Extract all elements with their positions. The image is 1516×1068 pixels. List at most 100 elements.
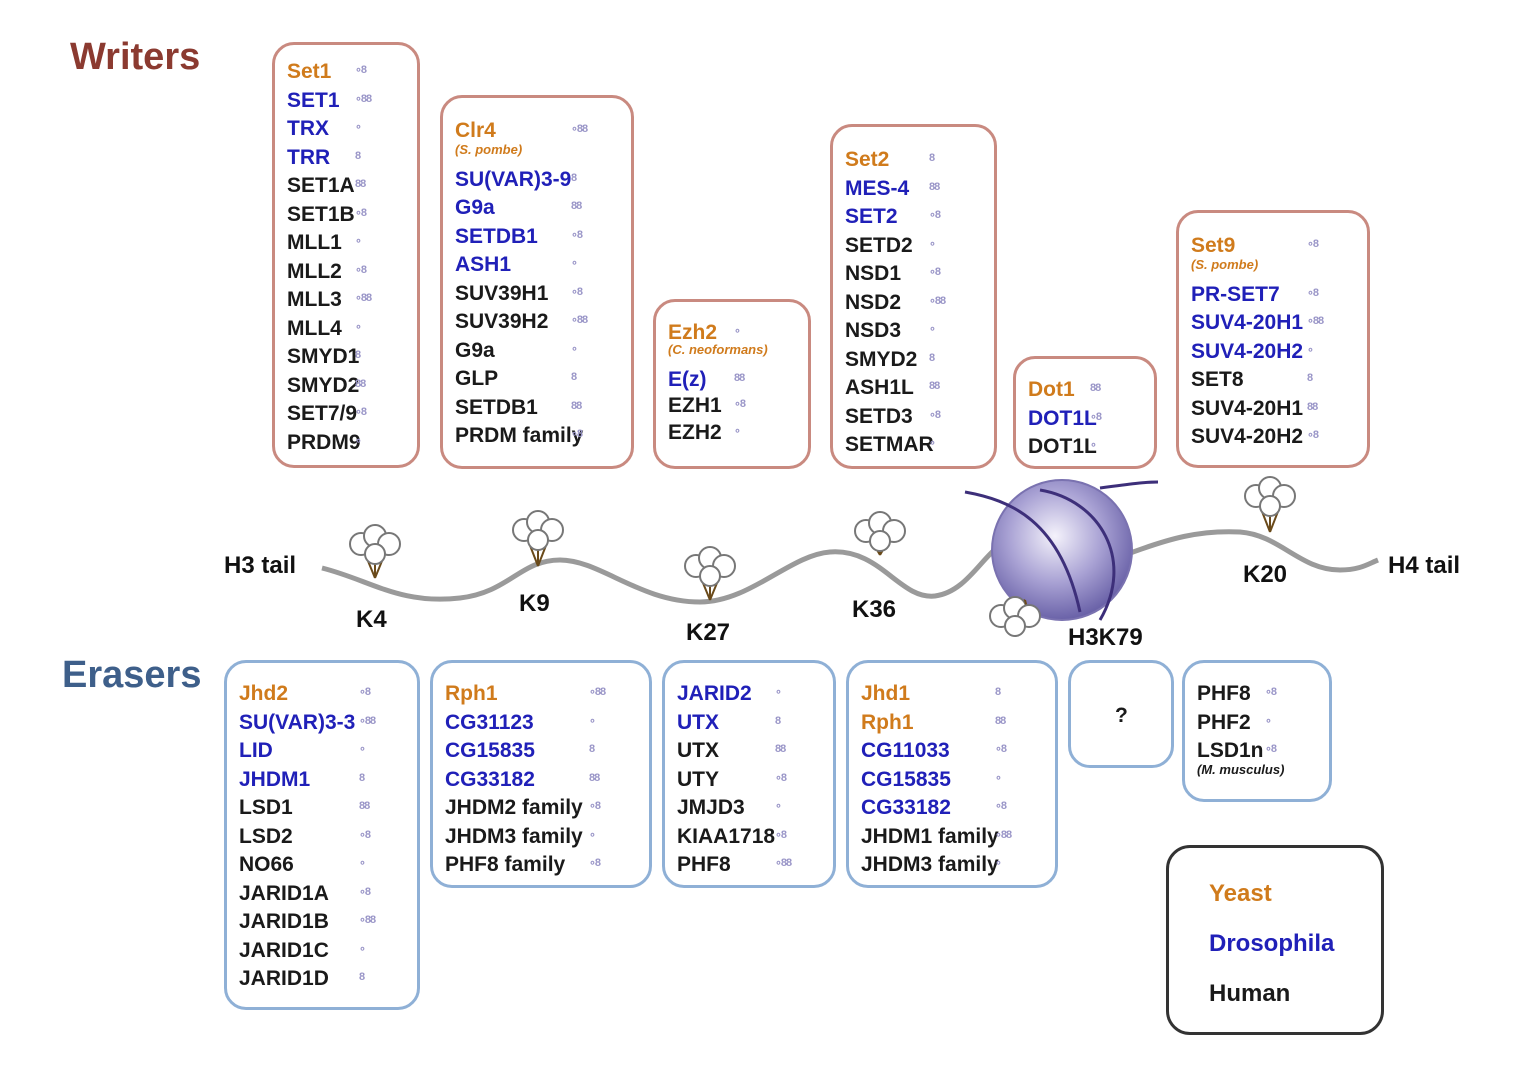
methyl-mark-k4 — [349, 524, 401, 579]
writer-k27-entry: EZH2 — [668, 420, 722, 444]
domain-glyph: ∘8 — [359, 885, 371, 898]
site-k27: K27 — [686, 619, 731, 646]
domain-glyph: ∘8 — [355, 406, 367, 418]
methyl-mark-k27 — [684, 546, 736, 601]
domain-glyph: ∘88 — [571, 123, 588, 135]
writers-title: Writers — [70, 36, 201, 78]
writer-k4-entry: MLL3 — [287, 288, 342, 311]
domain-glyph: ∘ — [1090, 439, 1097, 451]
writer-k36-entry: NSD2 — [845, 290, 902, 314]
domain-glyph: ∘8 — [1265, 686, 1277, 698]
domain-glyph: 88 — [355, 377, 366, 390]
domain-glyph: ∘8 — [775, 771, 787, 784]
writer-k4-entry: SET1B — [287, 202, 355, 226]
domain-glyph: ∘ — [775, 686, 782, 698]
eraser-k20-entry: (M. musculus) — [1197, 761, 1285, 777]
domain-glyph: 88 — [775, 743, 786, 755]
writer-k4-entry: Set1 — [287, 60, 332, 83]
domain-glyph: ∘ — [355, 235, 362, 247]
domain-glyph: 8 — [571, 371, 577, 383]
domain-glyph: ∘8 — [571, 428, 583, 440]
domain-glyph: 88 — [1307, 400, 1318, 413]
domain-glyph: ∘ — [929, 323, 936, 335]
writer-k9-entry: G9a — [455, 338, 495, 362]
writer-k20-entry: SUV4-20H2 — [1191, 425, 1304, 448]
domain-glyph: ∘88 — [359, 914, 376, 926]
writer-k79-entry: DOT1L — [1028, 435, 1097, 458]
eraser-k27-entry: JARID2 — [677, 682, 752, 705]
domain-glyph: ∘8 — [359, 686, 371, 698]
domain-glyph: ∘8 — [1307, 286, 1319, 299]
domain-glyph: 8 — [355, 349, 361, 361]
writer-k9-entry: SUV39H2 — [455, 310, 549, 333]
domain-glyph: ∘8 — [995, 800, 1007, 812]
eraser-k27-entry: KIAA1718 — [677, 824, 776, 848]
domain-glyph: 88 — [355, 178, 366, 190]
domain-glyph: 8 — [775, 714, 781, 727]
domain-glyph: 88 — [571, 399, 582, 412]
domain-glyph: 8 — [995, 686, 1001, 698]
domain-glyph: ∘8 — [589, 800, 601, 812]
site-k20: K20 — [1243, 561, 1288, 588]
h3-tail-label: H3 tail — [224, 552, 297, 579]
writer-k4-entry: MLL4 — [287, 316, 342, 340]
eraser-k36-entry: Jhd1 — [861, 682, 911, 705]
writer-k20-entry: (S. pombe) — [1191, 256, 1259, 272]
site-k36: K36 — [852, 596, 897, 623]
domain-glyph: ∘ — [734, 325, 741, 337]
eraser-k27-entry: UTX — [677, 739, 719, 762]
domain-glyph: 88 — [589, 771, 600, 784]
domain-glyph: ∘ — [995, 771, 1002, 784]
writer-k9-entry: SUV39H1 — [455, 281, 549, 305]
eraser-k36-entry: JHDM1 family — [861, 824, 999, 848]
domain-glyph: 88 — [1090, 382, 1101, 394]
domain-glyph: ∘8 — [929, 266, 941, 278]
domain-glyph: ∘8 — [1090, 410, 1102, 423]
methyl-mark-k20 — [1244, 476, 1296, 533]
domain-glyph: ∘ — [355, 434, 362, 447]
domain-glyph: ∘8 — [1307, 429, 1319, 441]
dna-wrap-1 — [964, 490, 1082, 613]
writer-k27-entry: Ezh2 — [668, 321, 718, 344]
domain-glyph: ∘ — [589, 828, 596, 841]
eraser-k4-entry: LSD1 — [239, 796, 293, 819]
eraser-k9-entry: JHDM2 family — [445, 796, 583, 819]
eraser-box-k20: PHF8∘8 PHF2∘LSD1n∘8(M. musculus) — [1182, 660, 1332, 802]
eraser-k20-entry: LSD1n — [1197, 739, 1264, 762]
domain-glyph: ∘8 — [355, 206, 367, 219]
domain-glyph: ∘88 — [775, 857, 792, 869]
domain-glyph: 88 — [929, 180, 940, 193]
eraser-k9-entry: CG33182 — [445, 767, 535, 791]
eraser-k4-entry: NO66 — [239, 853, 294, 876]
domain-glyph: ∘ — [355, 121, 362, 133]
eraser-k4-entry: JHDM1 — [239, 767, 311, 791]
eraser-k4-entry: JARID1D — [239, 967, 329, 990]
domain-glyph: ∘8 — [571, 285, 583, 298]
eraser-k36-entry: JHDM3 family — [861, 853, 999, 876]
writer-k4-entry: TRR — [287, 145, 331, 169]
eraser-box-k79: ? — [1068, 660, 1174, 768]
domain-glyph: 8 — [1307, 372, 1313, 384]
writer-k9-entry: (S. pombe) — [455, 141, 523, 157]
writer-k4-entry: SMYD1 — [287, 345, 360, 368]
writer-k20-entry: Set9 — [1191, 234, 1236, 257]
writer-k27-entry: (C. neoformans) — [668, 341, 768, 357]
writer-k36-entry: Set2 — [845, 148, 890, 171]
writer-k9-entry: SETDB1 — [455, 395, 538, 419]
writer-k36-entry: SETD2 — [845, 233, 913, 257]
domain-glyph: 88 — [929, 380, 940, 392]
domain-glyph: ∘ — [359, 942, 366, 955]
eraser-k27-entry: UTY — [677, 767, 719, 791]
domain-glyph: ∘8 — [571, 228, 583, 241]
eraser-k4-entry: SU(VAR)3-3 — [239, 710, 356, 734]
eraser-k4-entry: LID — [239, 739, 273, 762]
writer-k4-entry: SET7/9 — [287, 402, 358, 425]
writer-k36-entry: SETMAR — [845, 433, 934, 456]
